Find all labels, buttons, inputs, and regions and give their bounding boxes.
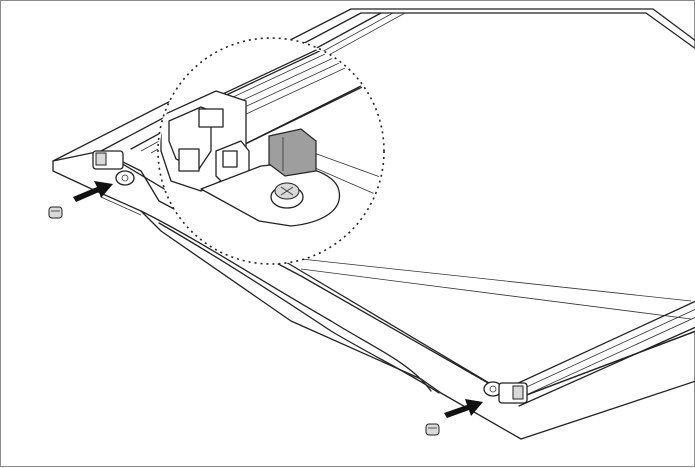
right-hinge: [483, 381, 528, 404]
arrow-right-icon: [73, 181, 113, 202]
rubber-foot-icon: [48, 206, 63, 219]
arrow-right-icon: [444, 399, 483, 418]
screw-icon: [270, 182, 304, 209]
left-hinge: [92, 150, 135, 186]
rubber-foot-icon: [425, 423, 440, 436]
magnifier-detail-circle: [157, 37, 385, 265]
